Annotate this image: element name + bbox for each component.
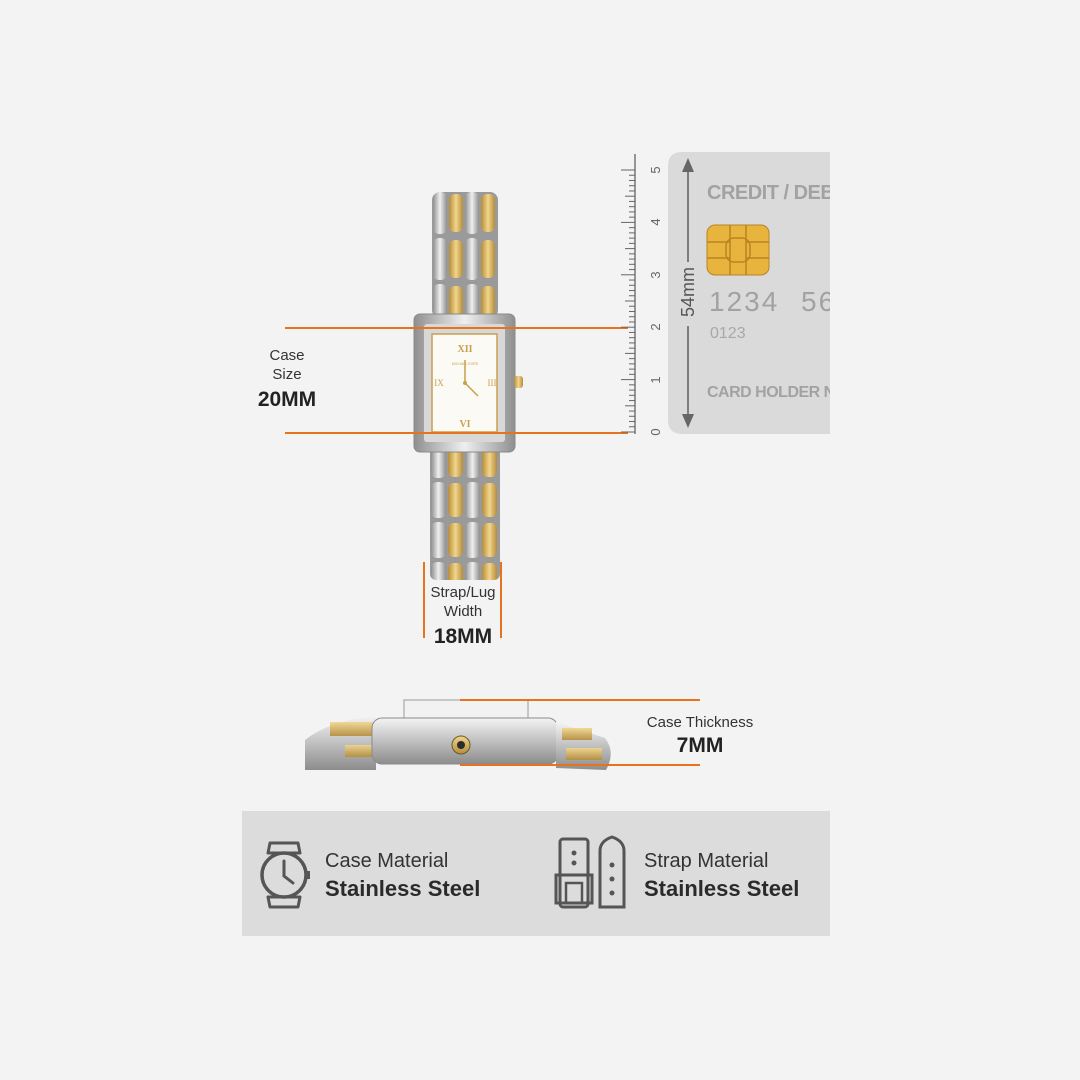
ruler-tick-label: 0 <box>648 428 663 436</box>
ruler-tick-label: 4 <box>648 218 663 227</box>
case-material-value: Stainless Steel <box>325 876 481 901</box>
spec-panel: Case Material Stainless Steel Strap Mate… <box>242 811 830 936</box>
card-number-small: 0123 <box>710 325 746 342</box>
svg-text:VI: VI <box>459 419 470 430</box>
svg-text:IX: IX <box>434 378 444 388</box>
strap-material-title: Strap Material <box>644 850 769 872</box>
watch-crown <box>514 376 523 388</box>
strap-icon <box>554 835 626 909</box>
strap-material-value: Stainless Steel <box>644 876 800 901</box>
card-holder: CARD HOLDER NAME <box>707 384 830 401</box>
strap-width-value: 18MM <box>433 625 493 648</box>
ruler-tick-label: 5 <box>648 166 663 174</box>
card-height-label: 54mm <box>678 267 698 318</box>
case-thickness-label: Case Thickness <box>646 714 754 731</box>
svg-text:III: III <box>488 378 497 388</box>
card-title: CREDIT / DEBIT C <box>707 182 830 204</box>
svg-text:XII: XII <box>457 344 472 355</box>
bracelet-upper <box>432 192 498 318</box>
card-chip <box>706 224 770 276</box>
case-thickness-value: 7MM <box>676 734 724 757</box>
watch-side-view <box>305 699 611 770</box>
case-size-value: 20MM <box>257 388 317 411</box>
ruler-tick-label: 3 <box>648 271 663 279</box>
ruler-tick-label: 2 <box>648 323 663 331</box>
ruler-tick-label: 1 <box>648 375 663 384</box>
case-size-label-2: Size <box>272 366 302 383</box>
strap-width-label-1: Strap/Lug <box>430 584 496 601</box>
card-number-next: 56 <box>801 286 830 317</box>
credit-card-reference <box>668 152 830 434</box>
watch-icon <box>260 841 310 909</box>
case-size-label-1: Case <box>269 347 305 364</box>
ruler <box>621 154 636 434</box>
strap-width-label-2: Width <box>443 603 483 620</box>
card-number-main: 1234 <box>709 286 780 317</box>
case-material-title: Case Material <box>325 850 449 872</box>
bracelet-lower <box>430 438 500 580</box>
